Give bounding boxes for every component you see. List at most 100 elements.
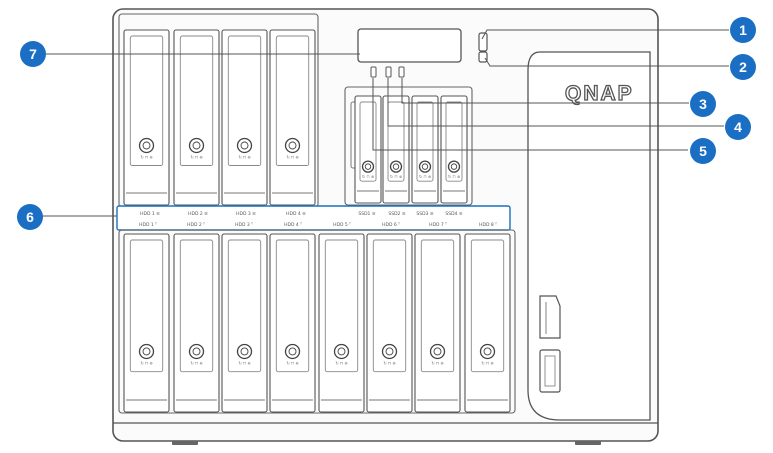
ssd-bay-frame	[344, 86, 473, 206]
callout-badge-5: 5	[690, 138, 716, 164]
bottom-hdd-tray-handle	[420, 239, 455, 373]
tray-lock-icon-inner	[364, 163, 372, 170]
tray-lock-icon-inner	[392, 163, 400, 170]
tray-lock-icon	[418, 160, 432, 173]
callout-badge-1: 1	[730, 17, 756, 43]
bottom-hdd-tray-1[interactable]: ↻ ⊓ ⊗	[123, 233, 170, 413]
callout-badge-2: 2	[730, 54, 756, 80]
label-strip-top-item: HDD 1 ≡	[140, 211, 160, 217]
label-strip-bottom-item: HDD 7 ᵀ	[429, 222, 447, 228]
bottom-hdd-bay-frame	[118, 229, 516, 414]
tray-lock-icon-inner	[288, 141, 297, 150]
bottom-hdd-tray-3[interactable]: ↻ ⊓ ⊗	[221, 233, 268, 413]
callout-badge-4: 4	[725, 114, 751, 140]
tray-lock-legend: ↻ ⊓ ⊗	[190, 155, 202, 160]
bottom-hdd-tray-body	[173, 233, 220, 413]
bottom-hdd-tray-8[interactable]: ↻ ⊓ ⊗	[464, 233, 511, 413]
usb-port-upper	[539, 295, 561, 339]
svg-text:2: 2	[739, 59, 747, 75]
tray-lock-icon	[389, 160, 403, 173]
tray-lock-icon	[188, 343, 205, 360]
tray-lock-legend: ↻ ⊓ ⊗	[362, 174, 374, 179]
tray-lock-icon	[479, 343, 496, 360]
tray-lock-legend: ↻ ⊓ ⊗	[286, 155, 298, 160]
top-hdd-tray-body	[123, 29, 170, 206]
top-hdd-tray-3[interactable]: ↻ ⊓ ⊗	[221, 29, 268, 206]
bottom-hdd-tray-7[interactable]: ↻ ⊓ ⊗	[414, 233, 461, 413]
label-strip-top-item: SSD3 ≡	[416, 211, 433, 217]
tray-lock-legend: ↻ ⊓ ⊗	[140, 360, 152, 365]
top-hdd-tray-1[interactable]: ↻ ⊓ ⊗	[123, 29, 170, 206]
callout-badges: 1 2 3 4 5 6 7	[17, 17, 756, 230]
leader-line-4	[387, 78, 724, 127]
tray-lock-icon	[138, 343, 155, 360]
bottom-hdd-tray-5[interactable]: ↻ ⊓ ⊗	[318, 233, 365, 413]
tray-lock-legend: ↻ ⊓ ⊗	[481, 360, 493, 365]
label-strip-bottom-item: HDD 4 ᵀ	[284, 222, 302, 228]
ssd-tray-1[interactable]: ↻ ⊓ ⊗	[354, 95, 382, 204]
tray-lock-legend: ↻ ⊓ ⊗	[383, 360, 395, 365]
tray-lock-legend: ↻ ⊓ ⊗	[419, 174, 431, 179]
led-indicator-right	[398, 66, 405, 78]
side-buttons	[478, 32, 488, 63]
top-hdd-tray-handle	[227, 35, 262, 166]
bottom-hdd-tray-6[interactable]: ↻ ⊓ ⊗	[366, 233, 413, 413]
tray-lock-icon	[284, 343, 301, 360]
top-hdd-tray-body	[221, 29, 268, 206]
bottom-hdd-trays: ↻ ⊓ ⊗↻ ⊓ ⊗↻ ⊓ ⊗↻ ⊓ ⊗↻ ⊓ ⊗↻ ⊓ ⊗↻ ⊓ ⊗↻ ⊓ ⊗	[123, 233, 511, 413]
tray-lock-icon	[361, 160, 375, 173]
leader-line-5	[372, 78, 688, 151]
svg-text:5: 5	[699, 143, 707, 159]
usb-port-lower-inner	[544, 355, 556, 387]
label-strip-top-item: SSD4 ≡	[445, 211, 462, 217]
tray-lock-icon	[236, 137, 253, 154]
svg-text:1: 1	[739, 22, 747, 38]
tray-lock-icon	[284, 137, 301, 154]
callout-leader-lines	[42, 29, 729, 217]
bottom-hdd-tray-handle	[372, 239, 407, 373]
tray-lock-icon-inner	[192, 141, 201, 150]
svg-text:4: 4	[734, 119, 742, 135]
top-hdd-tray-body	[173, 29, 220, 206]
tray-lock-icon	[447, 160, 461, 173]
svg-text:7: 7	[29, 46, 37, 62]
top-hdd-tray-4[interactable]: ↻ ⊓ ⊗	[269, 29, 316, 206]
tray-lock-icon-inner	[421, 163, 429, 170]
drive-label-strip	[116, 205, 511, 231]
label-strip-bottom-item: HDD 1 ᵀ	[139, 222, 157, 228]
tray-lock-icon-inner	[142, 141, 151, 150]
tray-lock-legend: ↻ ⊓ ⊗	[286, 360, 298, 365]
leader-line-1	[481, 29, 729, 40]
bottom-hdd-tray-body	[221, 233, 268, 413]
bottom-hdd-tray-body	[318, 233, 365, 413]
label-strip-bottom-item: HDD 8 ᵀ	[479, 222, 497, 228]
bottom-hdd-tray-handle	[324, 239, 359, 373]
tray-lock-icon-inner	[337, 347, 346, 356]
leader-line-3	[401, 78, 689, 104]
tray-lock-icon	[188, 137, 205, 154]
label-strip-top-item: HDD 2 ≡	[188, 211, 208, 217]
tray-lock-legend: ↻ ⊓ ⊗	[238, 155, 250, 160]
tray-lock-icon-inner	[288, 347, 297, 356]
label-strip-bottom-item: HDD 3 ᵀ	[235, 222, 253, 228]
svg-text:3: 3	[699, 96, 707, 112]
tray-lock-icon	[333, 343, 350, 360]
callout-badge-6: 6	[17, 204, 43, 230]
tray-lock-icon-inner	[240, 141, 249, 150]
tray-lock-icon	[429, 343, 446, 360]
tray-lock-legend: ↻ ⊓ ⊗	[448, 174, 460, 179]
ssd-tray-handle	[416, 101, 434, 182]
top-hdd-tray-2[interactable]: ↻ ⊓ ⊗	[173, 29, 220, 206]
svg-text:6: 6	[26, 209, 34, 225]
bottom-hdd-tray-body	[464, 233, 511, 413]
lcd-panel	[357, 28, 462, 63]
tray-lock-legend: ↻ ⊓ ⊗	[140, 155, 152, 160]
bottom-hdd-tray-2[interactable]: ↻ ⊓ ⊗	[173, 233, 220, 413]
bottom-hdd-tray-4[interactable]: ↻ ⊓ ⊗	[269, 233, 316, 413]
chassis-foot-left	[172, 441, 198, 445]
ssd-tray-handle	[445, 101, 463, 182]
bottom-hdd-tray-handle	[275, 239, 310, 373]
power-button	[478, 32, 488, 52]
top-hdd-tray-handle	[179, 35, 214, 166]
